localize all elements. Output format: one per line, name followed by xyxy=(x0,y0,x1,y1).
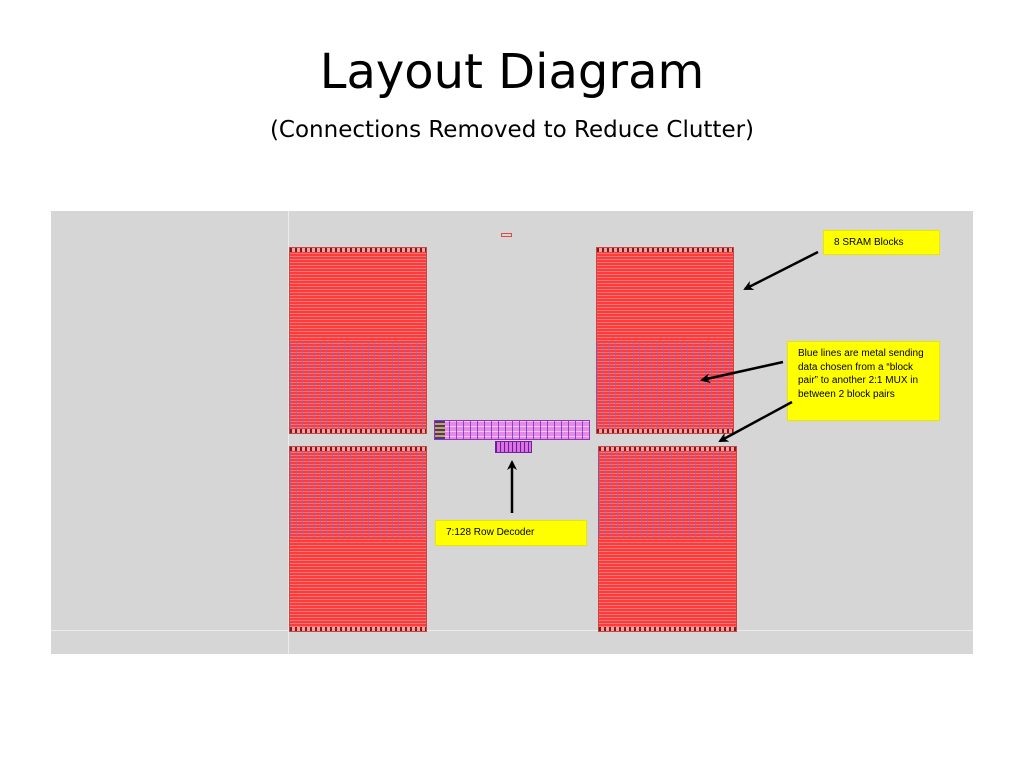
row-decoder-block xyxy=(495,441,532,453)
sram-block-top-right xyxy=(596,247,734,434)
sram-block-bottom-left xyxy=(289,446,427,632)
block-edge-bottom xyxy=(599,627,736,631)
slide-title: Layout Diagram xyxy=(319,44,705,100)
metal-mesh xyxy=(290,342,426,430)
grid-line-horizontal xyxy=(51,630,973,631)
block-edge-bottom xyxy=(597,429,733,433)
grid-line-vertical xyxy=(288,211,289,654)
mux-array xyxy=(434,420,590,440)
sram-block-bottom-right xyxy=(598,446,737,632)
sram-block-top-left xyxy=(289,247,427,434)
block-edge-bottom xyxy=(290,429,426,433)
block-edge-top xyxy=(597,248,733,252)
mux-array-edge xyxy=(435,421,445,439)
small-cell-outline xyxy=(501,233,512,237)
block-edge-bottom xyxy=(290,627,426,631)
block-edge-top xyxy=(290,447,426,451)
label-sram-blocks: 8 SRAM Blocks xyxy=(824,231,939,254)
block-edge-top xyxy=(290,248,426,252)
label-blue-lines: Blue lines are metal sending data chosen… xyxy=(788,342,939,420)
block-edge-top xyxy=(599,447,736,451)
slide-subtitle: (Connections Removed to Reduce Clutter) xyxy=(269,117,755,143)
label-row-decoder: 7:128 Row Decoder xyxy=(436,521,586,545)
metal-mesh xyxy=(599,451,736,537)
metal-mesh xyxy=(290,451,426,537)
metal-mesh xyxy=(597,342,733,430)
